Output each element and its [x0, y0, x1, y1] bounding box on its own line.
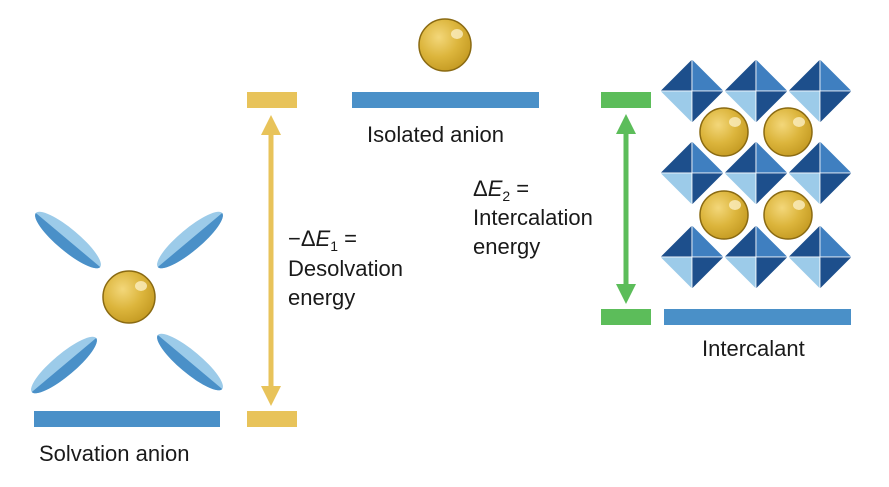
intercalant-lattice-icon	[659, 58, 853, 290]
octahedron-icon	[787, 224, 853, 290]
octahedron-icon	[659, 140, 725, 206]
solvation-anion-level	[34, 411, 220, 427]
octahedron-icon	[723, 224, 789, 290]
intercalant-label: Intercalant	[702, 336, 805, 361]
isolated-anion-label: Isolated anion	[367, 122, 504, 147]
octahedron-icon	[787, 58, 853, 124]
anion-ball-icon	[699, 190, 749, 240]
solvent-molecule-icon	[157, 211, 223, 269]
intercalation-label-line2: energy	[473, 234, 540, 259]
anion-ball-icon	[763, 107, 813, 157]
octahedron-icon	[723, 58, 789, 124]
octahedron-icon	[787, 140, 853, 206]
intercalation-bottom-marker	[601, 309, 651, 325]
intercalated-anions-icon	[699, 107, 813, 240]
solvation-anion-label: Solvation anion	[39, 441, 189, 466]
octahedron-icon	[723, 140, 789, 206]
octahedron-icon	[659, 58, 725, 124]
solvated-anion-icon	[31, 211, 223, 394]
octahedron-icon	[659, 224, 725, 290]
intercalation-energy-symbol: ΔE2 =	[473, 176, 529, 204]
intercalant-level	[664, 309, 851, 325]
desolvation-label-line1: Desolvation	[288, 256, 403, 281]
solvent-molecule-icon	[157, 333, 223, 391]
intercalation-top-marker	[601, 92, 651, 108]
desolvation-energy-symbol: −ΔE1 =	[288, 226, 357, 254]
solvent-molecule-icon	[31, 336, 97, 394]
desolvation-bottom-marker	[247, 411, 297, 427]
isolated-anion-ball-icon	[418, 18, 472, 72]
intercalation-label-line1: Intercalation	[473, 205, 593, 230]
desolvation-label-line2: energy	[288, 285, 355, 310]
solvent-molecule-icon	[35, 211, 101, 269]
isolated-anion-level	[352, 92, 539, 108]
desolvation-top-marker	[247, 92, 297, 108]
anion-ball-icon	[763, 190, 813, 240]
anion-ball-icon	[699, 107, 749, 157]
